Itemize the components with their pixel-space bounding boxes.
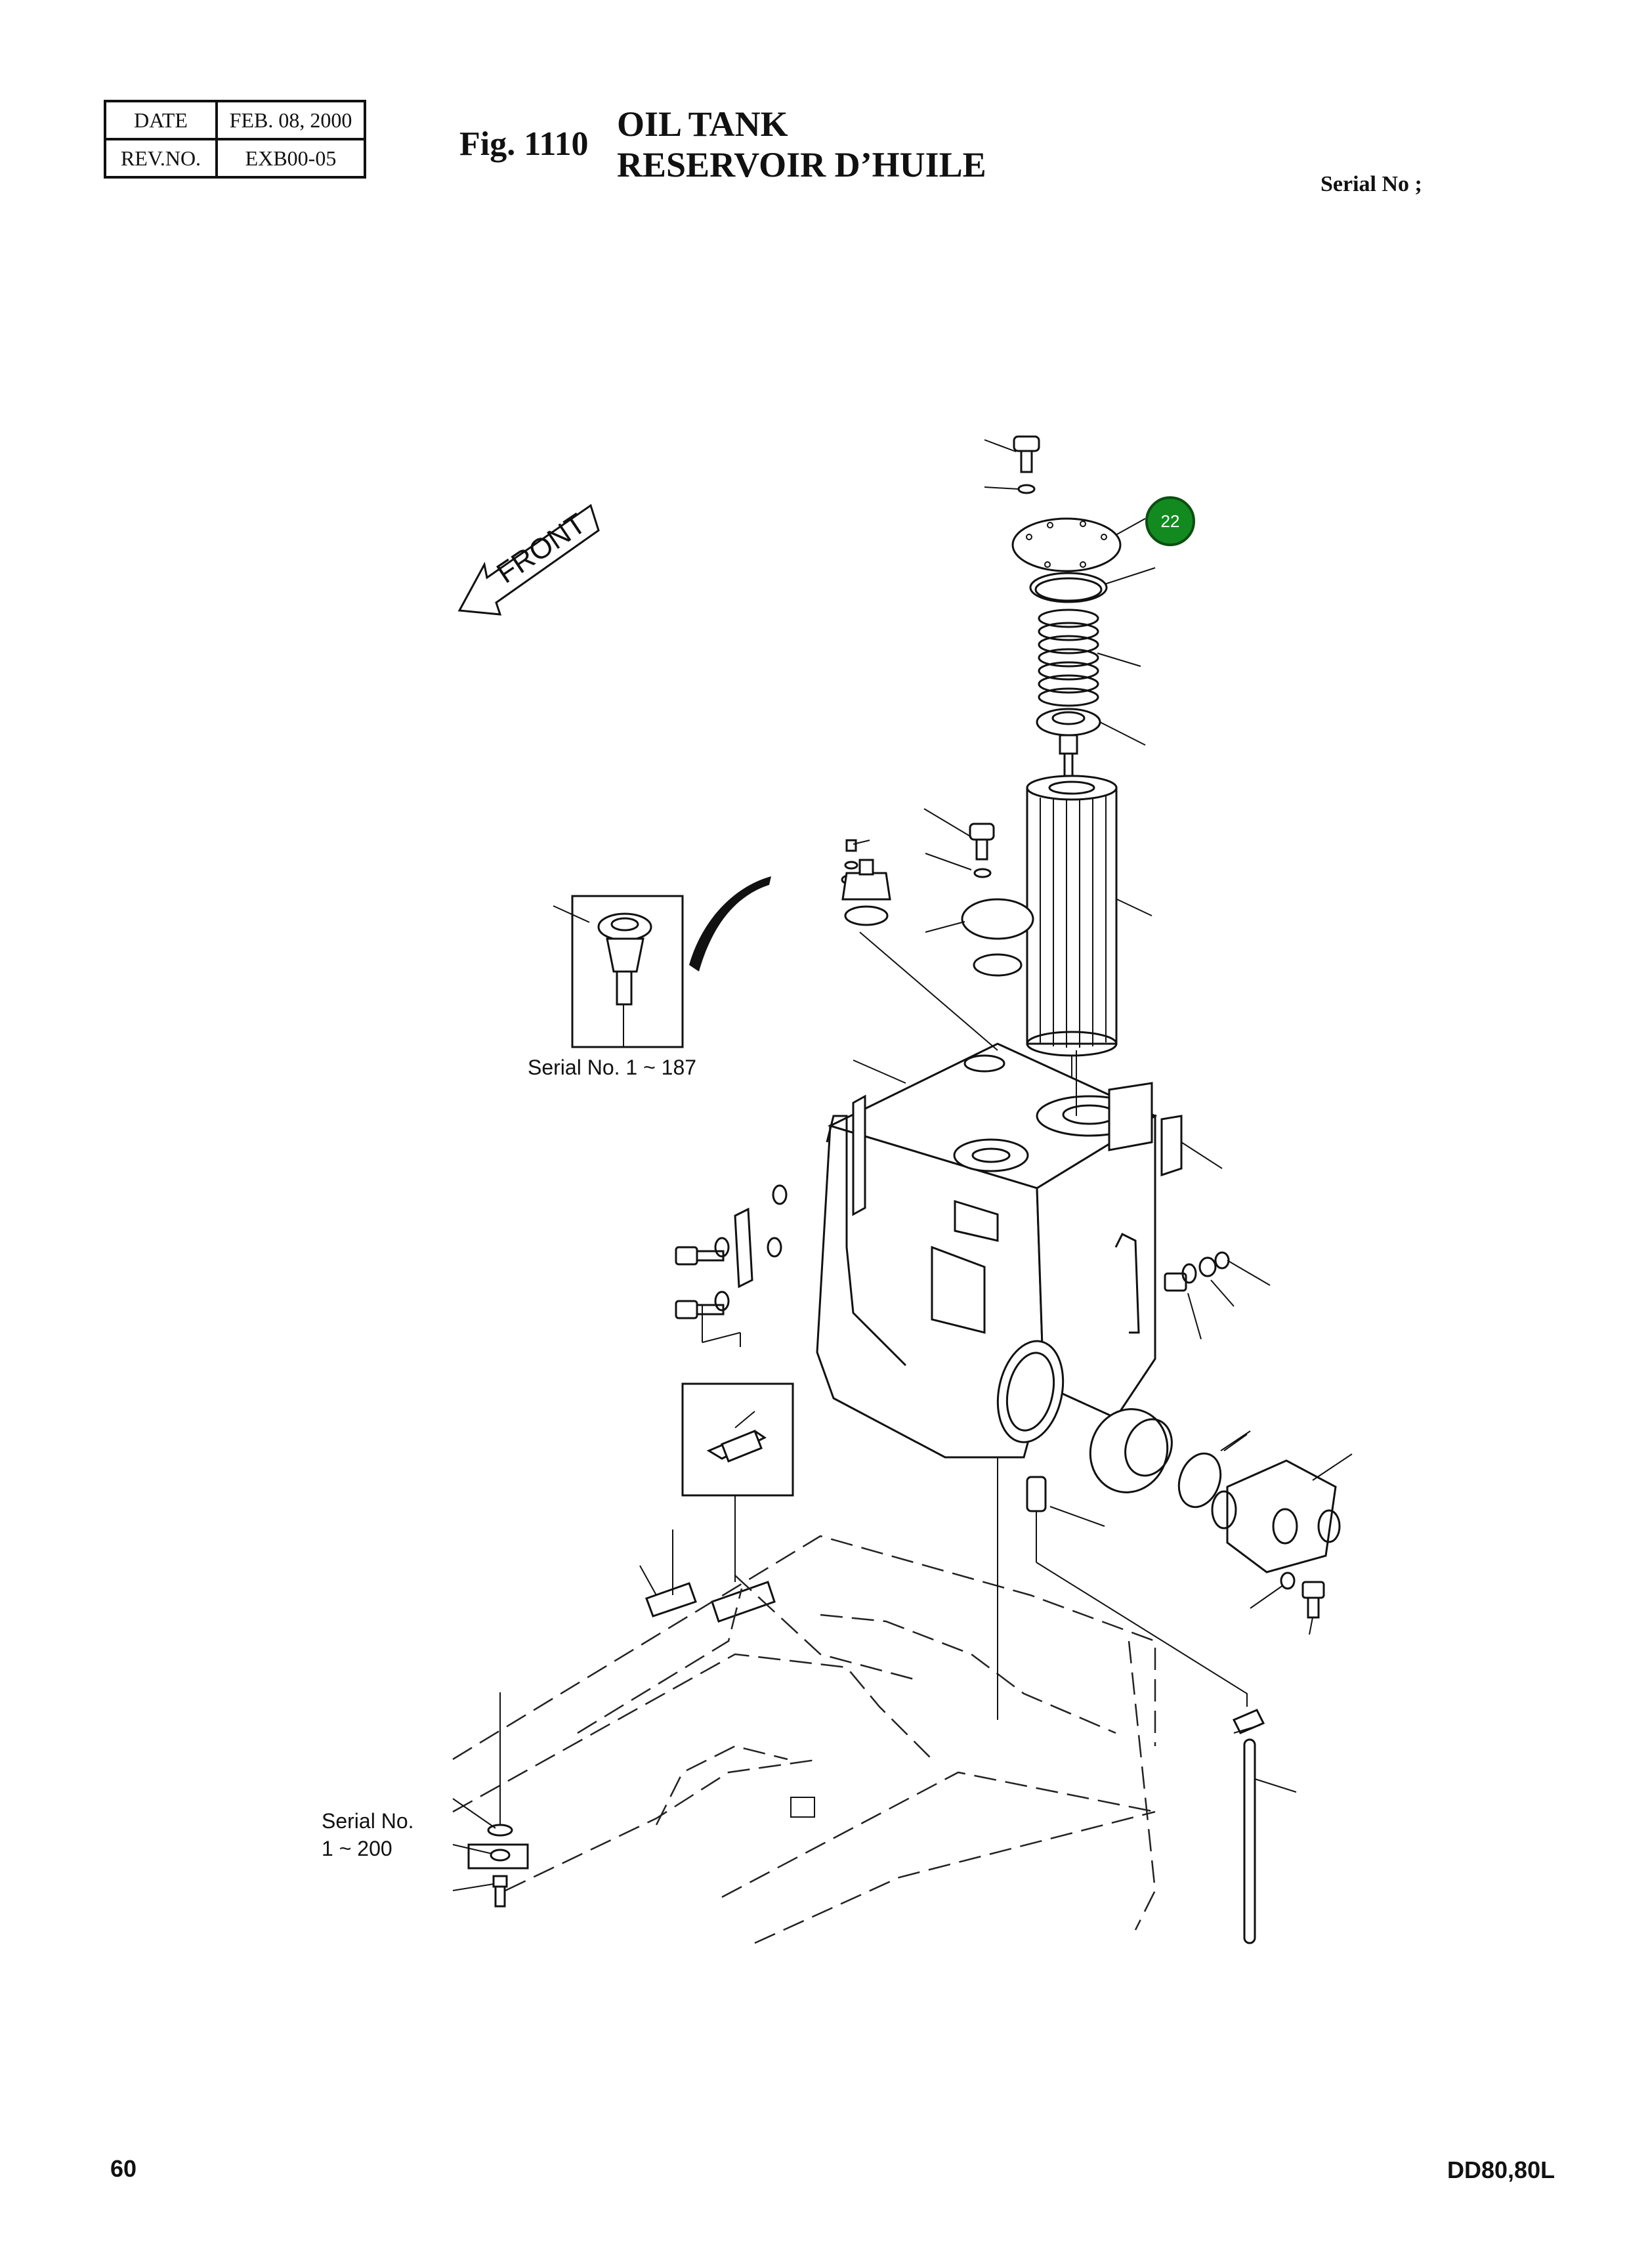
model-label: DD80,80L [1447, 2156, 1555, 2183]
filter-element [1026, 775, 1118, 1116]
revision-table: DATE FEB. 08, 2000 REV.NO. EXB00-05 [104, 100, 366, 179]
figure-number: Fig. 1110 [459, 125, 589, 163]
dipstick [1232, 1709, 1265, 1944]
left-fasteners [675, 1094, 866, 1319]
suction-fittings [1026, 1408, 1341, 1707]
inset-spacer-box [681, 1382, 794, 1497]
filter-cap-stack [1011, 435, 1122, 777]
bolt-serial-note-line2: 1 ~ 200 [322, 1837, 392, 1860]
oil-tank-body [816, 1042, 1183, 1459]
callout-badge-22[interactable]: 22 [1145, 496, 1195, 546]
inset-serial-note: Serial No. 1 ~ 187 [528, 1056, 697, 1079]
serial-number-label: Serial No ; [1321, 172, 1422, 196]
curved-arrow-icon [689, 876, 771, 972]
breather-assembly [841, 823, 1034, 977]
inset-breather-box [553, 895, 684, 1048]
mount-bolt-stack [467, 1495, 736, 1908]
frame-spacers [645, 1581, 776, 1623]
chassis-frame-outline [452, 1535, 1156, 1944]
rev-value: EXB00-05 [215, 138, 366, 179]
leader-lines [452, 439, 1353, 1891]
front-arrow: FRONT [457, 503, 600, 616]
rev-label: REV.NO. [104, 138, 218, 179]
page-number: 60 [110, 2155, 137, 2182]
spring [1038, 609, 1099, 707]
right-fasteners [1164, 1251, 1230, 1292]
bolt-serial-note-line1: Serial No. [322, 1809, 414, 1833]
title-french: RESERVOIR D’HUILE [617, 145, 986, 184]
date-label: DATE [104, 100, 218, 140]
date-value: FEB. 08, 2000 [215, 100, 366, 140]
front-arrow-label: FRONT [491, 507, 591, 589]
title-english: OIL TANK [617, 104, 788, 144]
